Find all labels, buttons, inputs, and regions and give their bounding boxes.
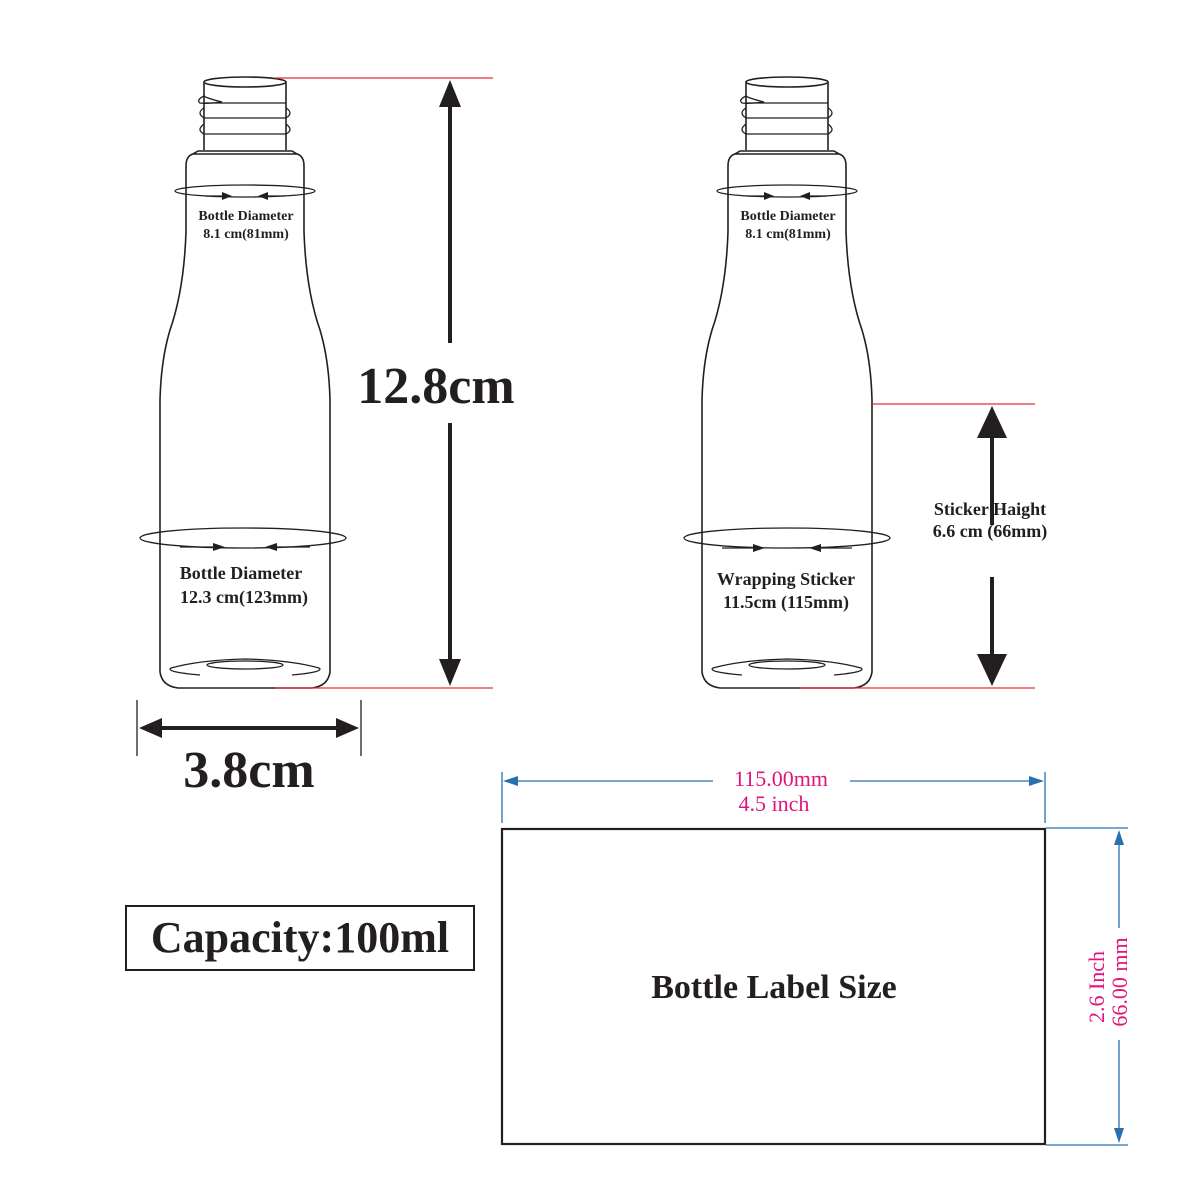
capacity-label: Capacity:100ml [151,913,449,962]
label-height-inch: 2.6 Inch [1084,951,1109,1023]
arrow-right-icon [1029,776,1044,786]
arrow-left-icon [503,776,518,786]
sticker-height-dimension: Sticker Haight 6.6 cm (66mm) [800,403,1047,689]
label-width-inch: 4.5 inch [739,791,810,816]
left-bottle: Bottle Diameter 8.1 cm(81mm) Bottle Diam… [139,76,347,689]
capacity-box: Capacity:100ml [125,905,475,971]
arrow-left-icon [139,718,162,738]
arrow-up-icon [1114,830,1124,845]
sticker-height-line2: 6.6 cm (66mm) [933,521,1047,542]
label-size-title: Bottle Label Size [651,969,897,1006]
height-dimension-label: 12.8cm [357,358,514,415]
right-body-label-line2: 11.5cm (115mm) [723,592,849,613]
left-body-label-line2: 12.3 cm(123mm) [180,587,308,608]
left-width-dimension: 3.8cm [136,700,362,799]
right-neck-label-line2: 8.1 cm(81mm) [745,227,831,242]
label-height-mm: 66.00 mm [1107,937,1132,1026]
arrow-down-icon [977,654,1007,686]
label-rectangle [500,827,1047,1146]
label-width-mm: 115.00mm [734,766,828,791]
arrow-right-icon [336,718,359,738]
left-neck-label-line1: Bottle Diameter [198,209,293,224]
right-body-label-line1: Wrapping Sticker [717,569,855,589]
sticker-height-line1: Sticker Haight [934,499,1046,519]
arrow-down-icon [439,659,461,686]
left-neck-label-line2: 8.1 cm(81mm) [203,227,289,242]
arrow-up-icon [977,406,1007,438]
arrow-up-icon [439,80,461,107]
arrow-down-icon [1114,1128,1124,1143]
label-size-diagram: 115.00mm 4.5 inch Bottle Label Size 2.6 … [500,766,1132,1146]
left-body-label-line1: Bottle Diameter [180,563,302,583]
right-neck-label-line1: Bottle Diameter [740,209,835,224]
right-bottle: Bottle Diameter 8.1 cm(81mm) Wrapping St… [683,76,891,689]
left-height-dimension: 12.8cm [275,77,515,689]
width-dimension-label: 3.8cm [183,742,314,799]
